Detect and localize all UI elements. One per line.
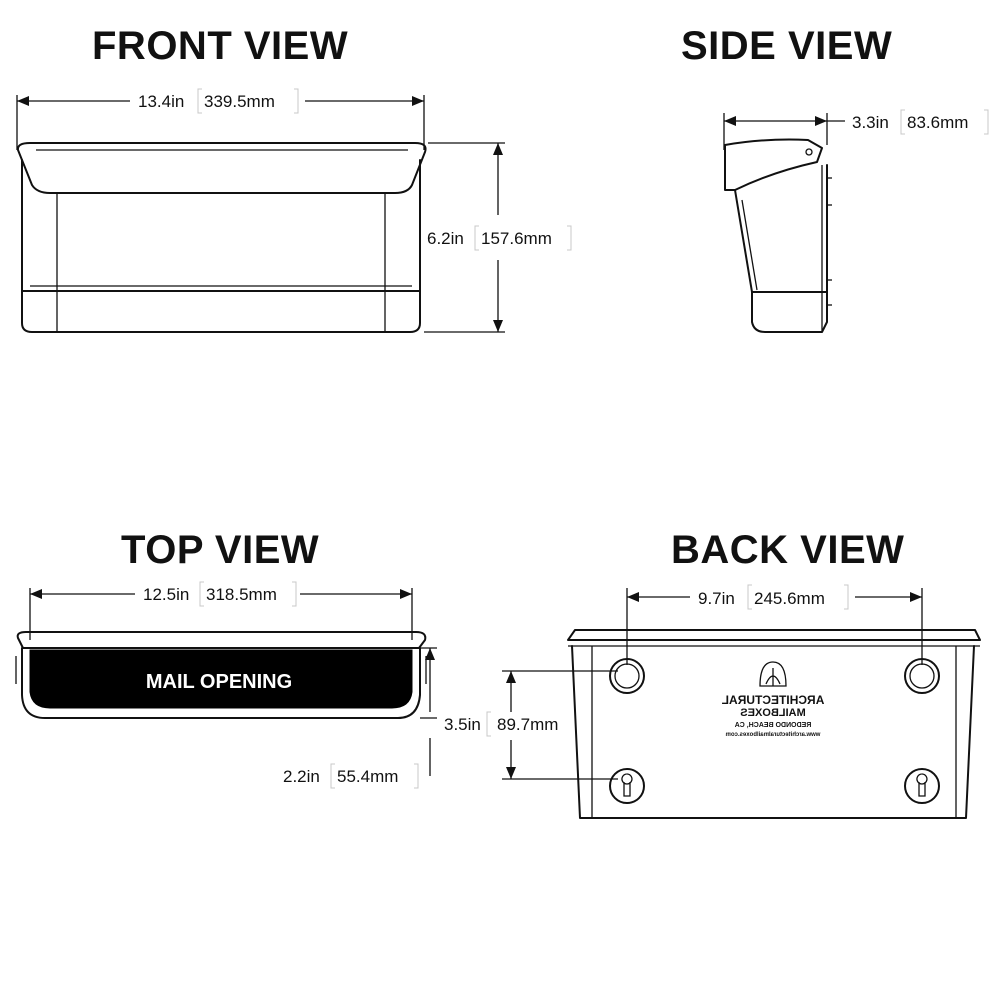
top-width-mm: 318.5mm [206,585,277,604]
back-mailbox-outline [567,629,981,819]
front-mailbox-outline [16,142,427,333]
mail-opening-label: MAIL OPENING [146,671,292,693]
mounting-hole-top-right [904,658,940,694]
side-view-title: SIDE VIEW [681,24,893,68]
back-horizontal-dimension: 9.7in 245.6mm [626,584,923,665]
back-v-spacing-mm: 89.7mm [497,715,558,734]
front-width-mm: 339.5mm [204,92,275,111]
back-view: 9.7in 245.6mm 89.7mm [497,584,981,819]
logo-line-4: www.architecturalmailboxes.com [726,732,822,738]
side-depth-mm: 83.6mm [907,113,968,132]
top-width-in: 12.5in [143,585,189,604]
top-lower-depth-in: 2.2in [283,767,320,786]
top-view: 12.5in 318.5mm MAIL OPENING 3.5in 2.2in … [15,581,491,789]
front-width-dimension: 13.4in 339.5mm [16,88,425,150]
front-view: 13.4in 339.5mm 6.2in 157.6mm [16,88,572,333]
top-opening-depth-in: 3.5in [444,715,481,734]
top-lower-depth-mm: 55.4mm [337,767,398,786]
logo-line-1: ARCHITECTURAL [722,693,825,707]
front-height-mm: 157.6mm [481,229,552,248]
side-view: 3.3in 83.6mm [723,109,989,333]
front-height-in: 6.2in [427,229,464,248]
side-mailbox-outline [724,138,832,333]
side-depth-in: 3.3in [852,113,889,132]
back-view-title: BACK VIEW [671,528,905,572]
back-h-spacing-in: 9.7in [698,589,735,608]
keyhole-bottom-right [904,768,940,804]
top-view-title: TOP VIEW [121,528,320,572]
logo-line-2: MAILBOXES [740,707,805,719]
top-depth-dimensions: 3.5in 2.2in 55.4mm [283,647,491,789]
back-logo: ARCHITECTURAL MAILBOXES REDONDO BEACH, C… [722,661,825,738]
logo-line-3: REDONDO BEACH, CA [735,722,812,729]
front-view-title: FRONT VIEW [92,24,349,68]
back-vertical-dimension: 89.7mm [497,670,618,780]
side-depth-dimension: 3.3in 83.6mm [723,109,989,150]
keyhole-bottom-left [609,768,645,804]
front-height-dimension: 6.2in 157.6mm [424,142,572,333]
front-width-in: 13.4in [138,92,184,111]
mounting-hole-top-left [609,658,645,694]
back-h-spacing-mm: 245.6mm [754,589,825,608]
top-width-dimension: 12.5in 318.5mm [29,581,413,640]
top-mailbox-outline: MAIL OPENING [15,631,427,719]
